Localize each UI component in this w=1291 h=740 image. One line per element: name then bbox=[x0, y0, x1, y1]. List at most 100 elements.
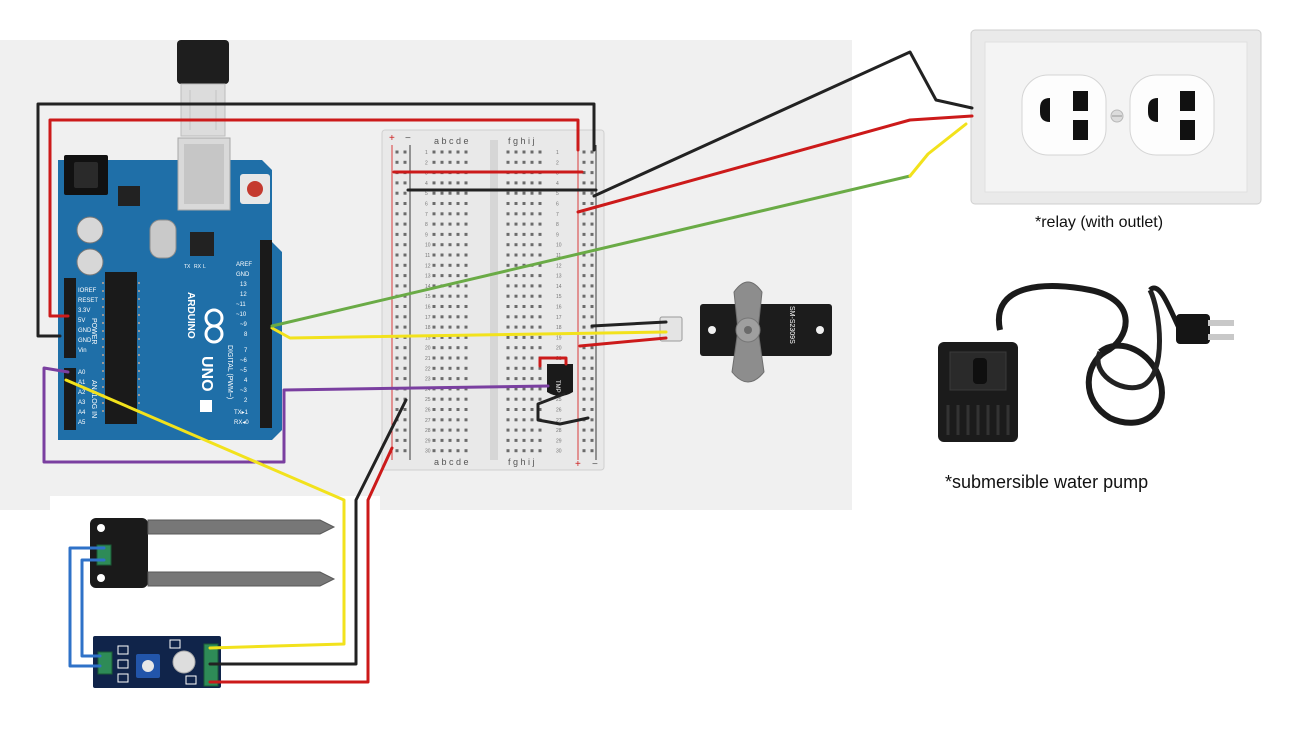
breadboard-hole bbox=[403, 243, 407, 247]
breadboard-hole bbox=[514, 438, 518, 442]
breadboard-hole bbox=[522, 428, 526, 432]
breadboard-row-number: 29 bbox=[425, 438, 431, 444]
breadboard-hole bbox=[395, 428, 399, 432]
breadboard-row-number: 4 bbox=[425, 181, 428, 187]
breadboard-hole bbox=[582, 181, 586, 185]
breadboard-hole bbox=[582, 191, 586, 195]
breadboard-row-number: 14 bbox=[425, 284, 431, 290]
breadboard bbox=[381, 129, 605, 471]
breadboard-hole bbox=[514, 397, 518, 401]
breadboard-hole bbox=[432, 335, 436, 339]
breadboard-hole bbox=[514, 428, 518, 432]
breadboard-hole bbox=[448, 150, 452, 154]
breadboard-hole bbox=[403, 284, 407, 288]
breadboard-hole bbox=[456, 284, 460, 288]
breadboard-hole bbox=[440, 408, 444, 411]
breadboard-hole bbox=[432, 408, 436, 411]
breadboard-hole bbox=[538, 315, 542, 319]
breadboard-hole bbox=[395, 222, 399, 226]
breadboard-hole bbox=[448, 274, 452, 278]
breadboard-hole bbox=[464, 449, 468, 453]
breadboard-hole bbox=[456, 438, 460, 442]
breadboard-hole bbox=[530, 335, 534, 339]
breadboard-hole bbox=[464, 377, 468, 381]
breadboard-hole bbox=[432, 356, 436, 360]
breadboard-hole bbox=[395, 397, 399, 401]
breadboard-hole bbox=[514, 356, 518, 360]
column-letters-right: f g h i j bbox=[508, 136, 535, 146]
wire-red-arduino-5v-to-rail bbox=[48, 118, 580, 318]
breadboard-hole bbox=[530, 366, 534, 370]
breadboard-hole bbox=[506, 222, 510, 226]
breadboard-row-number: 5 bbox=[556, 191, 559, 197]
rail-minus-label-right: − bbox=[592, 459, 598, 470]
breadboard-hole bbox=[432, 253, 436, 257]
breadboard-hole bbox=[456, 222, 460, 226]
breadboard-hole bbox=[448, 408, 452, 411]
breadboard-hole bbox=[440, 438, 444, 442]
breadboard-hole bbox=[582, 387, 586, 391]
led-label: L bbox=[203, 264, 206, 270]
breadboard-hole bbox=[395, 315, 399, 319]
breadboard-hole bbox=[403, 366, 407, 370]
breadboard-row-number: 25 bbox=[425, 397, 431, 403]
breadboard-hole bbox=[464, 191, 468, 195]
breadboard-hole bbox=[530, 449, 534, 453]
breadboard-hole bbox=[464, 325, 468, 329]
breadboard-hole bbox=[395, 366, 399, 370]
breadboard-hole bbox=[590, 274, 594, 278]
breadboard-hole bbox=[432, 377, 436, 381]
breadboard-hole bbox=[403, 315, 407, 319]
breadboard-hole bbox=[456, 315, 460, 319]
analog-pin-label: A0 bbox=[78, 370, 86, 376]
breadboard-hole bbox=[514, 253, 518, 257]
breadboard-hole bbox=[514, 366, 518, 370]
breadboard-hole bbox=[530, 150, 534, 154]
breadboard-hole bbox=[395, 356, 399, 360]
breadboard-hole bbox=[506, 243, 510, 247]
breadboard-row-number: 10 bbox=[425, 243, 431, 249]
breadboard-hole bbox=[538, 397, 542, 401]
breadboard-hole bbox=[590, 315, 594, 319]
breadboard-hole bbox=[456, 191, 460, 195]
breadboard-hole bbox=[522, 315, 526, 319]
breadboard-row-number: 29 bbox=[556, 438, 562, 444]
breadboard-hole bbox=[432, 294, 436, 298]
breadboard-row-number: 14 bbox=[556, 284, 562, 290]
breadboard-hole bbox=[395, 284, 399, 288]
wire-red-servo bbox=[578, 336, 668, 348]
breadboard-hole bbox=[506, 305, 510, 308]
breadboard-hole bbox=[590, 438, 594, 442]
breadboard-hole bbox=[403, 438, 407, 442]
wire-purple-a0-to-tmp bbox=[42, 366, 550, 464]
servo-label: SM-S2309S bbox=[788, 306, 795, 344]
breadboard-hole bbox=[506, 449, 510, 453]
breadboard-hole bbox=[448, 428, 452, 432]
breadboard-hole bbox=[456, 418, 460, 422]
breadboard-hole bbox=[440, 315, 444, 319]
relay-caption: *relay (with outlet) bbox=[1035, 214, 1164, 231]
digital-pin-label: 13 bbox=[240, 282, 247, 288]
digital-pin-label: ~3 bbox=[240, 388, 248, 394]
breadboard-hole bbox=[432, 150, 436, 154]
breadboard-row-number: 24 bbox=[425, 387, 431, 393]
breadboard-hole bbox=[514, 284, 518, 288]
breadboard-hole bbox=[395, 325, 399, 329]
breadboard-hole bbox=[456, 305, 460, 308]
breadboard-hole bbox=[514, 191, 518, 195]
breadboard-hole bbox=[395, 202, 399, 205]
breadboard-hole bbox=[538, 202, 542, 205]
breadboard-hole bbox=[403, 449, 407, 453]
breadboard-hole bbox=[456, 387, 460, 391]
breadboard-hole bbox=[448, 325, 452, 329]
breadboard-hole bbox=[395, 212, 399, 216]
breadboard-hole bbox=[432, 428, 436, 432]
breadboard-hole bbox=[530, 222, 534, 226]
breadboard-hole bbox=[582, 325, 586, 329]
breadboard-hole bbox=[514, 150, 518, 154]
breadboard-hole bbox=[522, 274, 526, 278]
breadboard-hole bbox=[522, 305, 526, 308]
breadboard-hole bbox=[538, 428, 542, 432]
breadboard-hole bbox=[464, 335, 468, 339]
breadboard-hole bbox=[403, 150, 407, 154]
